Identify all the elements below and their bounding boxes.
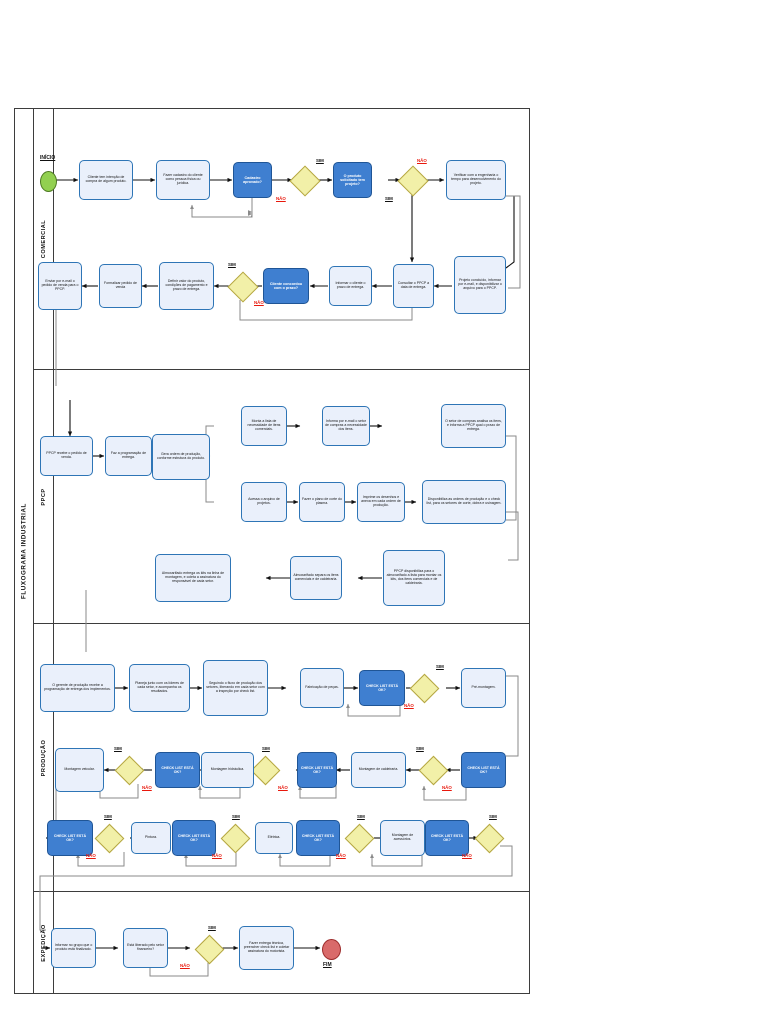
- node-d5[interactable]: CHECK LIST ESTÁ OK?: [359, 670, 405, 706]
- node-d18[interactable]: Montagem de acessórios.: [380, 820, 425, 856]
- node-c5[interactable]: Verificar com a engenharia o tempo para …: [446, 160, 506, 200]
- node-p13[interactable]: Almoxarifado entrega os kits na linha de…: [155, 554, 231, 602]
- gateway-c4-no: NÃO: [417, 158, 427, 163]
- node-d4[interactable]: Fabricação de peças.: [300, 668, 344, 708]
- node-d2[interactable]: Planeja junto com os líderes de cada set…: [129, 664, 190, 712]
- lane-label-producao: PRODUÇÃO: [34, 624, 54, 891]
- node-c8[interactable]: Informar o cliente o prazo de entrega.: [329, 266, 372, 306]
- node-p7[interactable]: Acessa o arquivo de projetos.: [241, 482, 287, 522]
- node-p6[interactable]: O setor de compras analisa os itens, e i…: [441, 404, 506, 448]
- gateway-e2-no: NÃO: [180, 963, 190, 968]
- node-p12[interactable]: Almoxarifado separa os itens comerciais …: [290, 556, 342, 600]
- node-d13[interactable]: CHECK LIST ESTÁ OK?: [47, 820, 93, 856]
- diagram-title-bar: FLUXOGRAMA INDUSTRIAL: [14, 108, 34, 994]
- lane-label-ppcp: PPCP: [34, 370, 54, 623]
- node-d3[interactable]: Seguindo o fluxo de produção dos setores…: [203, 660, 268, 716]
- node-p3[interactable]: Gera ordem de produção, conforme estrutu…: [152, 434, 210, 480]
- gateway-d9-yes: SIM: [262, 746, 270, 751]
- gateway-d15-no: NÃO: [212, 853, 222, 858]
- lane-label-comercial: COMERCIAL: [34, 108, 54, 369]
- gateway-d5-yes: SIM: [436, 664, 444, 669]
- end-terminator: [322, 939, 341, 960]
- gateway-c9-yes: SIM: [228, 262, 236, 267]
- node-p11[interactable]: PPCP disponibiliza para o almoxarifado a…: [383, 550, 445, 606]
- node-p5[interactable]: Informa por e-mail o setor de compras a …: [322, 406, 370, 446]
- node-c6[interactable]: Projeto concluído, informar por e-mail, …: [454, 256, 506, 314]
- node-d16[interactable]: Elétrica.: [255, 822, 293, 854]
- node-p4[interactable]: Monta a lista de necessidade de itens co…: [241, 406, 287, 446]
- node-c2[interactable]: Fazer cadastro do cliente como pessoa fí…: [156, 160, 210, 200]
- node-d7[interactable]: CHECK LIST ESTÁ OK?: [461, 752, 506, 788]
- node-c11[interactable]: Formalizar pedido de venda: [99, 264, 142, 308]
- node-d1[interactable]: O gerente de produção recebe a programaç…: [40, 664, 115, 712]
- node-d11[interactable]: CHECK LIST ESTÁ OK?: [155, 752, 200, 788]
- end-caption: FIM: [323, 962, 332, 968]
- gateway-c4-yes: SIM: [385, 196, 393, 201]
- node-c9[interactable]: Cliente concordou com o prazo?: [263, 268, 309, 304]
- node-p8[interactable]: Fazer o plano de corte do plasma.: [299, 482, 345, 522]
- node-d10[interactable]: Montagem hidráulica.: [201, 752, 254, 788]
- gateway-d11-yes: SIM: [114, 746, 122, 751]
- gateway-d19-yes: SIM: [489, 814, 497, 819]
- node-e1[interactable]: Informar no grupo que o produto está fin…: [51, 928, 96, 968]
- lane-comercial: COMERCIAL: [34, 108, 530, 370]
- gateway-d7-yes: SIM: [416, 746, 424, 751]
- gateway-e2-yes: SIM: [208, 925, 216, 930]
- gateway-d9-no: NÃO: [278, 785, 288, 790]
- start-terminator: [40, 171, 57, 192]
- node-d15[interactable]: CHECK LIST ESTÁ OK?: [172, 820, 216, 856]
- node-d14[interactable]: Pintura.: [131, 822, 171, 854]
- node-c1[interactable]: Cliente tem intenção de compra de algum …: [79, 160, 133, 200]
- node-c7[interactable]: Consultar o PPCP a data de entrega.: [393, 264, 434, 308]
- node-c12[interactable]: Enviar por e-mail o pedido de venda para…: [38, 262, 82, 310]
- node-e2[interactable]: Está liberado pelo setor financeiro?: [123, 928, 168, 968]
- gateway-d7-no: NÃO: [442, 785, 452, 790]
- gateway-d5-no: NÃO: [404, 703, 414, 708]
- page-title: FLUXOGRAMA INDUSTRIAL: [20, 503, 27, 599]
- start-caption: INÍCIO: [40, 155, 56, 161]
- node-p10[interactable]: Disponibiliza as ordens de produção e o …: [422, 480, 506, 524]
- gateway-c3-no: NÃO: [276, 196, 286, 201]
- gateway-d19-no: NÃO: [462, 853, 472, 858]
- node-c10[interactable]: Definir valor do produto, condições de p…: [159, 262, 214, 310]
- gateway-d13-yes: SIM: [104, 814, 112, 819]
- node-d6[interactable]: Pré-montagem.: [461, 668, 506, 708]
- gateway-c9-no: NÃO: [254, 300, 264, 305]
- node-d19[interactable]: CHECK LIST ESTÁ OK?: [425, 820, 469, 856]
- lane-ppcp: PPCP: [34, 370, 530, 624]
- node-p9[interactable]: Imprime os desenhos e anexa em cada orde…: [357, 482, 405, 522]
- node-c4[interactable]: O produto solicitado tem projeto?: [333, 162, 372, 198]
- gateway-d13-no: NÃO: [86, 853, 96, 858]
- node-d9[interactable]: CHECK LIST ESTÁ OK?: [297, 752, 337, 788]
- gateway-d15-yes: SIM: [232, 814, 240, 819]
- gateway-c3-yes: SIM: [316, 158, 324, 163]
- node-d8[interactable]: Montagem de caldeiraria.: [351, 752, 406, 788]
- gateway-d17-yes: SIM: [357, 814, 365, 819]
- gateway-d17-no: NÃO: [336, 853, 346, 858]
- node-p1[interactable]: PPCP recebe o pedido de venda.: [40, 436, 93, 476]
- node-p2[interactable]: Faz a programação de entrega.: [105, 436, 152, 476]
- gateway-d11-no: NÃO: [142, 785, 152, 790]
- node-d12[interactable]: Montagem veicular.: [55, 748, 104, 792]
- node-d17[interactable]: CHECK LIST ESTÁ OK?: [296, 820, 340, 856]
- node-e3[interactable]: Fazer entrega técnica, preencher check l…: [239, 926, 294, 970]
- node-c3[interactable]: Cadastro aprovado?: [233, 162, 272, 198]
